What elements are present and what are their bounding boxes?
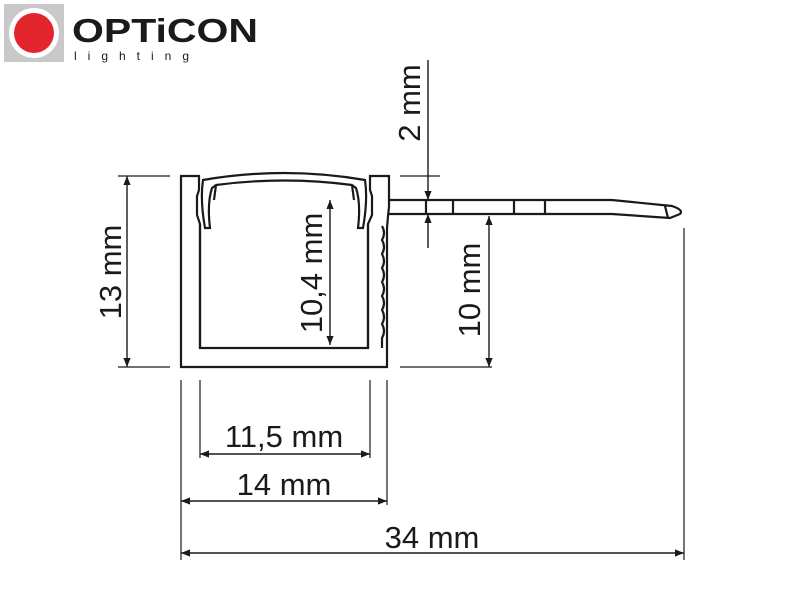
opticon-logo: OPTiCON lighting <box>4 4 258 63</box>
logo-brand: OPTiCON <box>72 12 258 49</box>
label-10-4mm: 10,4 mm <box>294 213 329 334</box>
label-11-5mm: 11,5 mm <box>225 419 343 454</box>
extension-lines <box>118 175 685 560</box>
profile-flange <box>389 198 683 220</box>
label-34mm: 34 mm <box>385 520 480 555</box>
diffuser-lens <box>200 171 368 230</box>
logo-tagline: lighting <box>74 49 200 63</box>
label-2mm: 2 mm <box>392 64 427 142</box>
label-14mm: 14 mm <box>237 467 332 502</box>
channel-outer-outline <box>179 174 391 369</box>
label-10mm: 10 mm <box>452 243 487 338</box>
channel-knurl <box>380 225 386 348</box>
logo-icon-dot <box>14 13 54 53</box>
dimension-lines <box>123 60 684 557</box>
profile-channel <box>179 174 391 369</box>
label-13mm: 13 mm <box>93 225 128 320</box>
